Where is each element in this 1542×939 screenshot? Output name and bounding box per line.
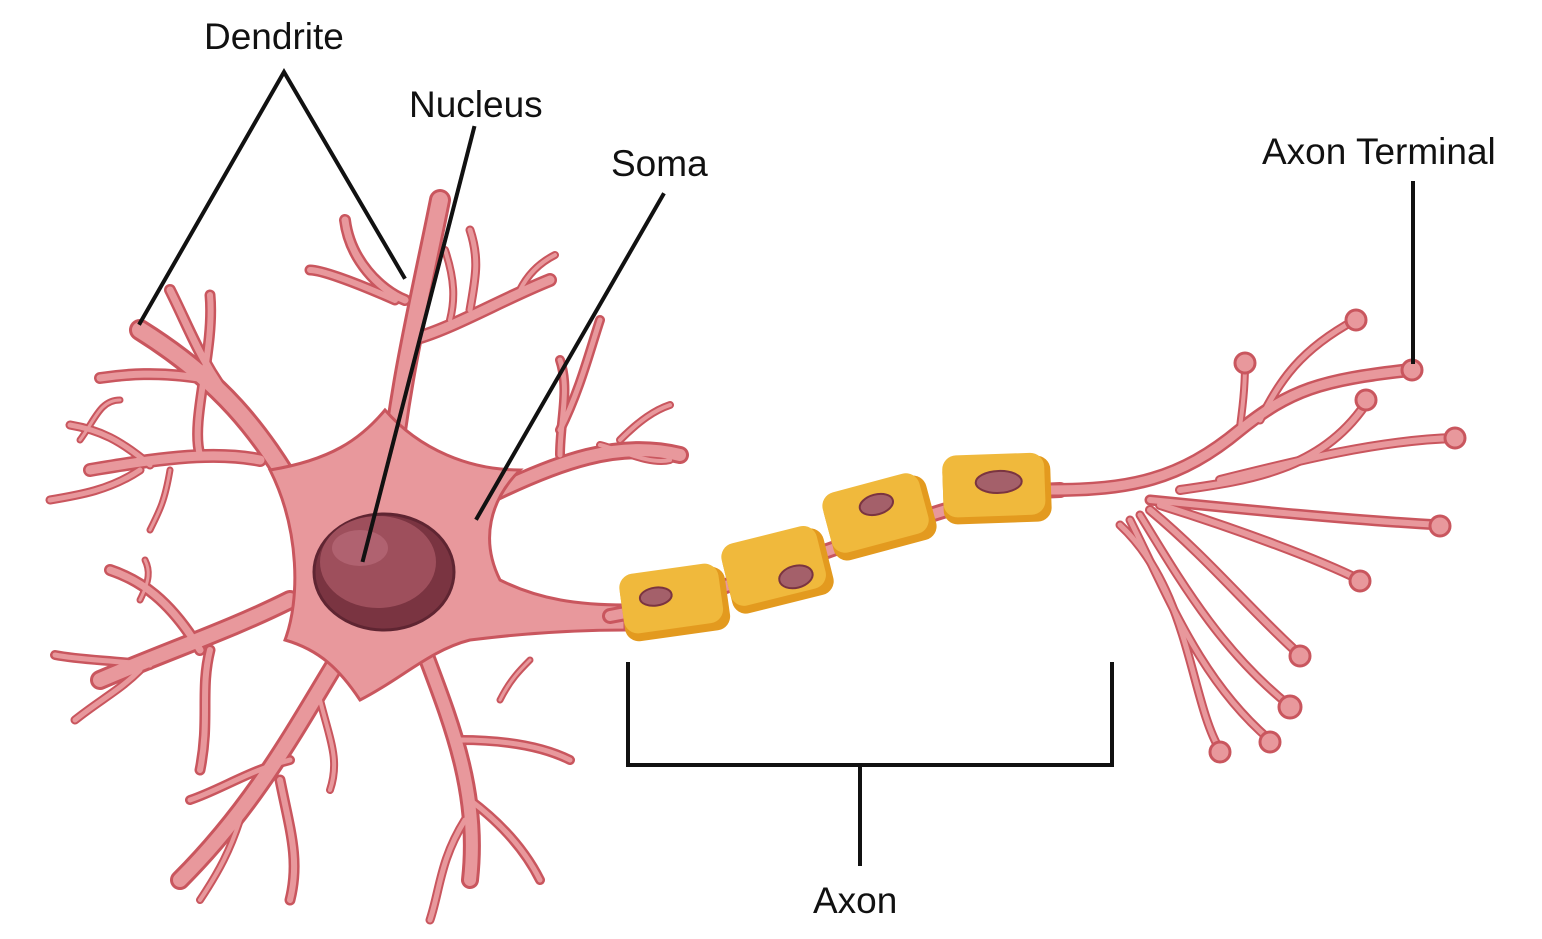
myelin-sheath bbox=[618, 452, 1053, 643]
axon-label: Axon bbox=[813, 882, 897, 919]
myelin-segment bbox=[819, 469, 940, 564]
myelin-segment bbox=[942, 452, 1052, 525]
soma-label: Soma bbox=[611, 145, 708, 182]
myelin-segment bbox=[618, 561, 732, 643]
axon-bracket bbox=[628, 664, 1112, 765]
axon-terminal-label: Axon Terminal bbox=[1262, 133, 1496, 170]
nucleus-shape bbox=[314, 514, 454, 630]
neuron-illustration bbox=[50, 200, 1465, 920]
dendrite-label: Dendrite bbox=[204, 18, 344, 55]
nucleus-label: Nucleus bbox=[409, 86, 543, 123]
myelin-segment bbox=[718, 522, 836, 617]
